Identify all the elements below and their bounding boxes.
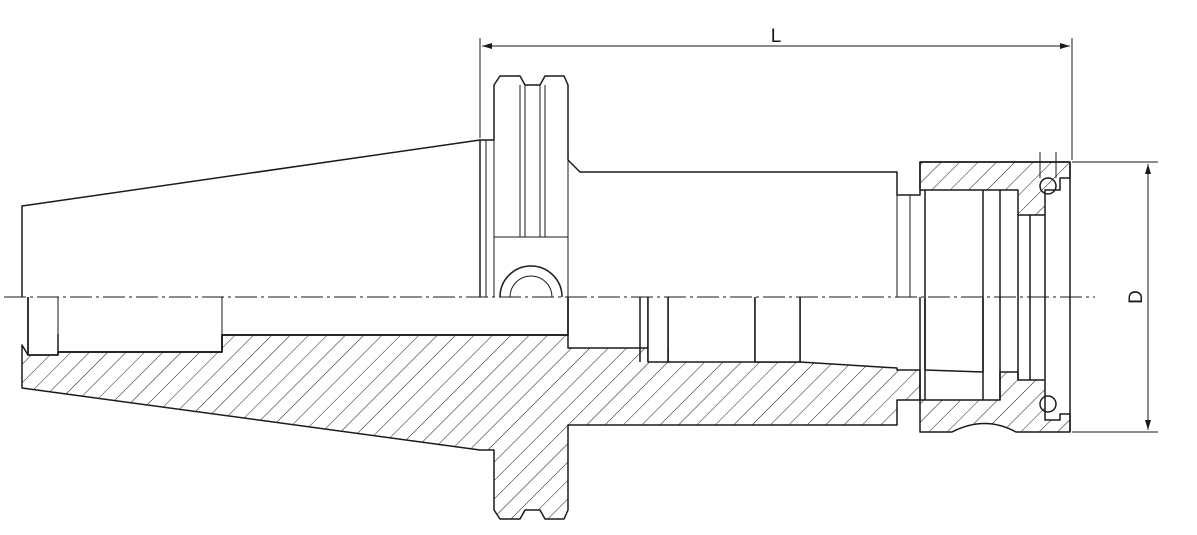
nut-upper-threads: [924, 190, 1046, 297]
lower-bore-clear: [29, 298, 567, 334]
taper-outline: [21, 139, 481, 297]
dimension-label-diameter: D: [1126, 290, 1147, 304]
dimension-label-length: L: [771, 26, 782, 47]
recess-clear-2: [755, 297, 800, 362]
flange-slot: [499, 265, 563, 298]
upper-ball: [1039, 177, 1057, 195]
flange-inner-lines: [485, 85, 569, 297]
recess-clear-1: [648, 297, 668, 362]
nut-upper-section: [919, 161, 1071, 216]
lower-ball: [1039, 395, 1057, 413]
body-section: [21, 334, 1071, 520]
